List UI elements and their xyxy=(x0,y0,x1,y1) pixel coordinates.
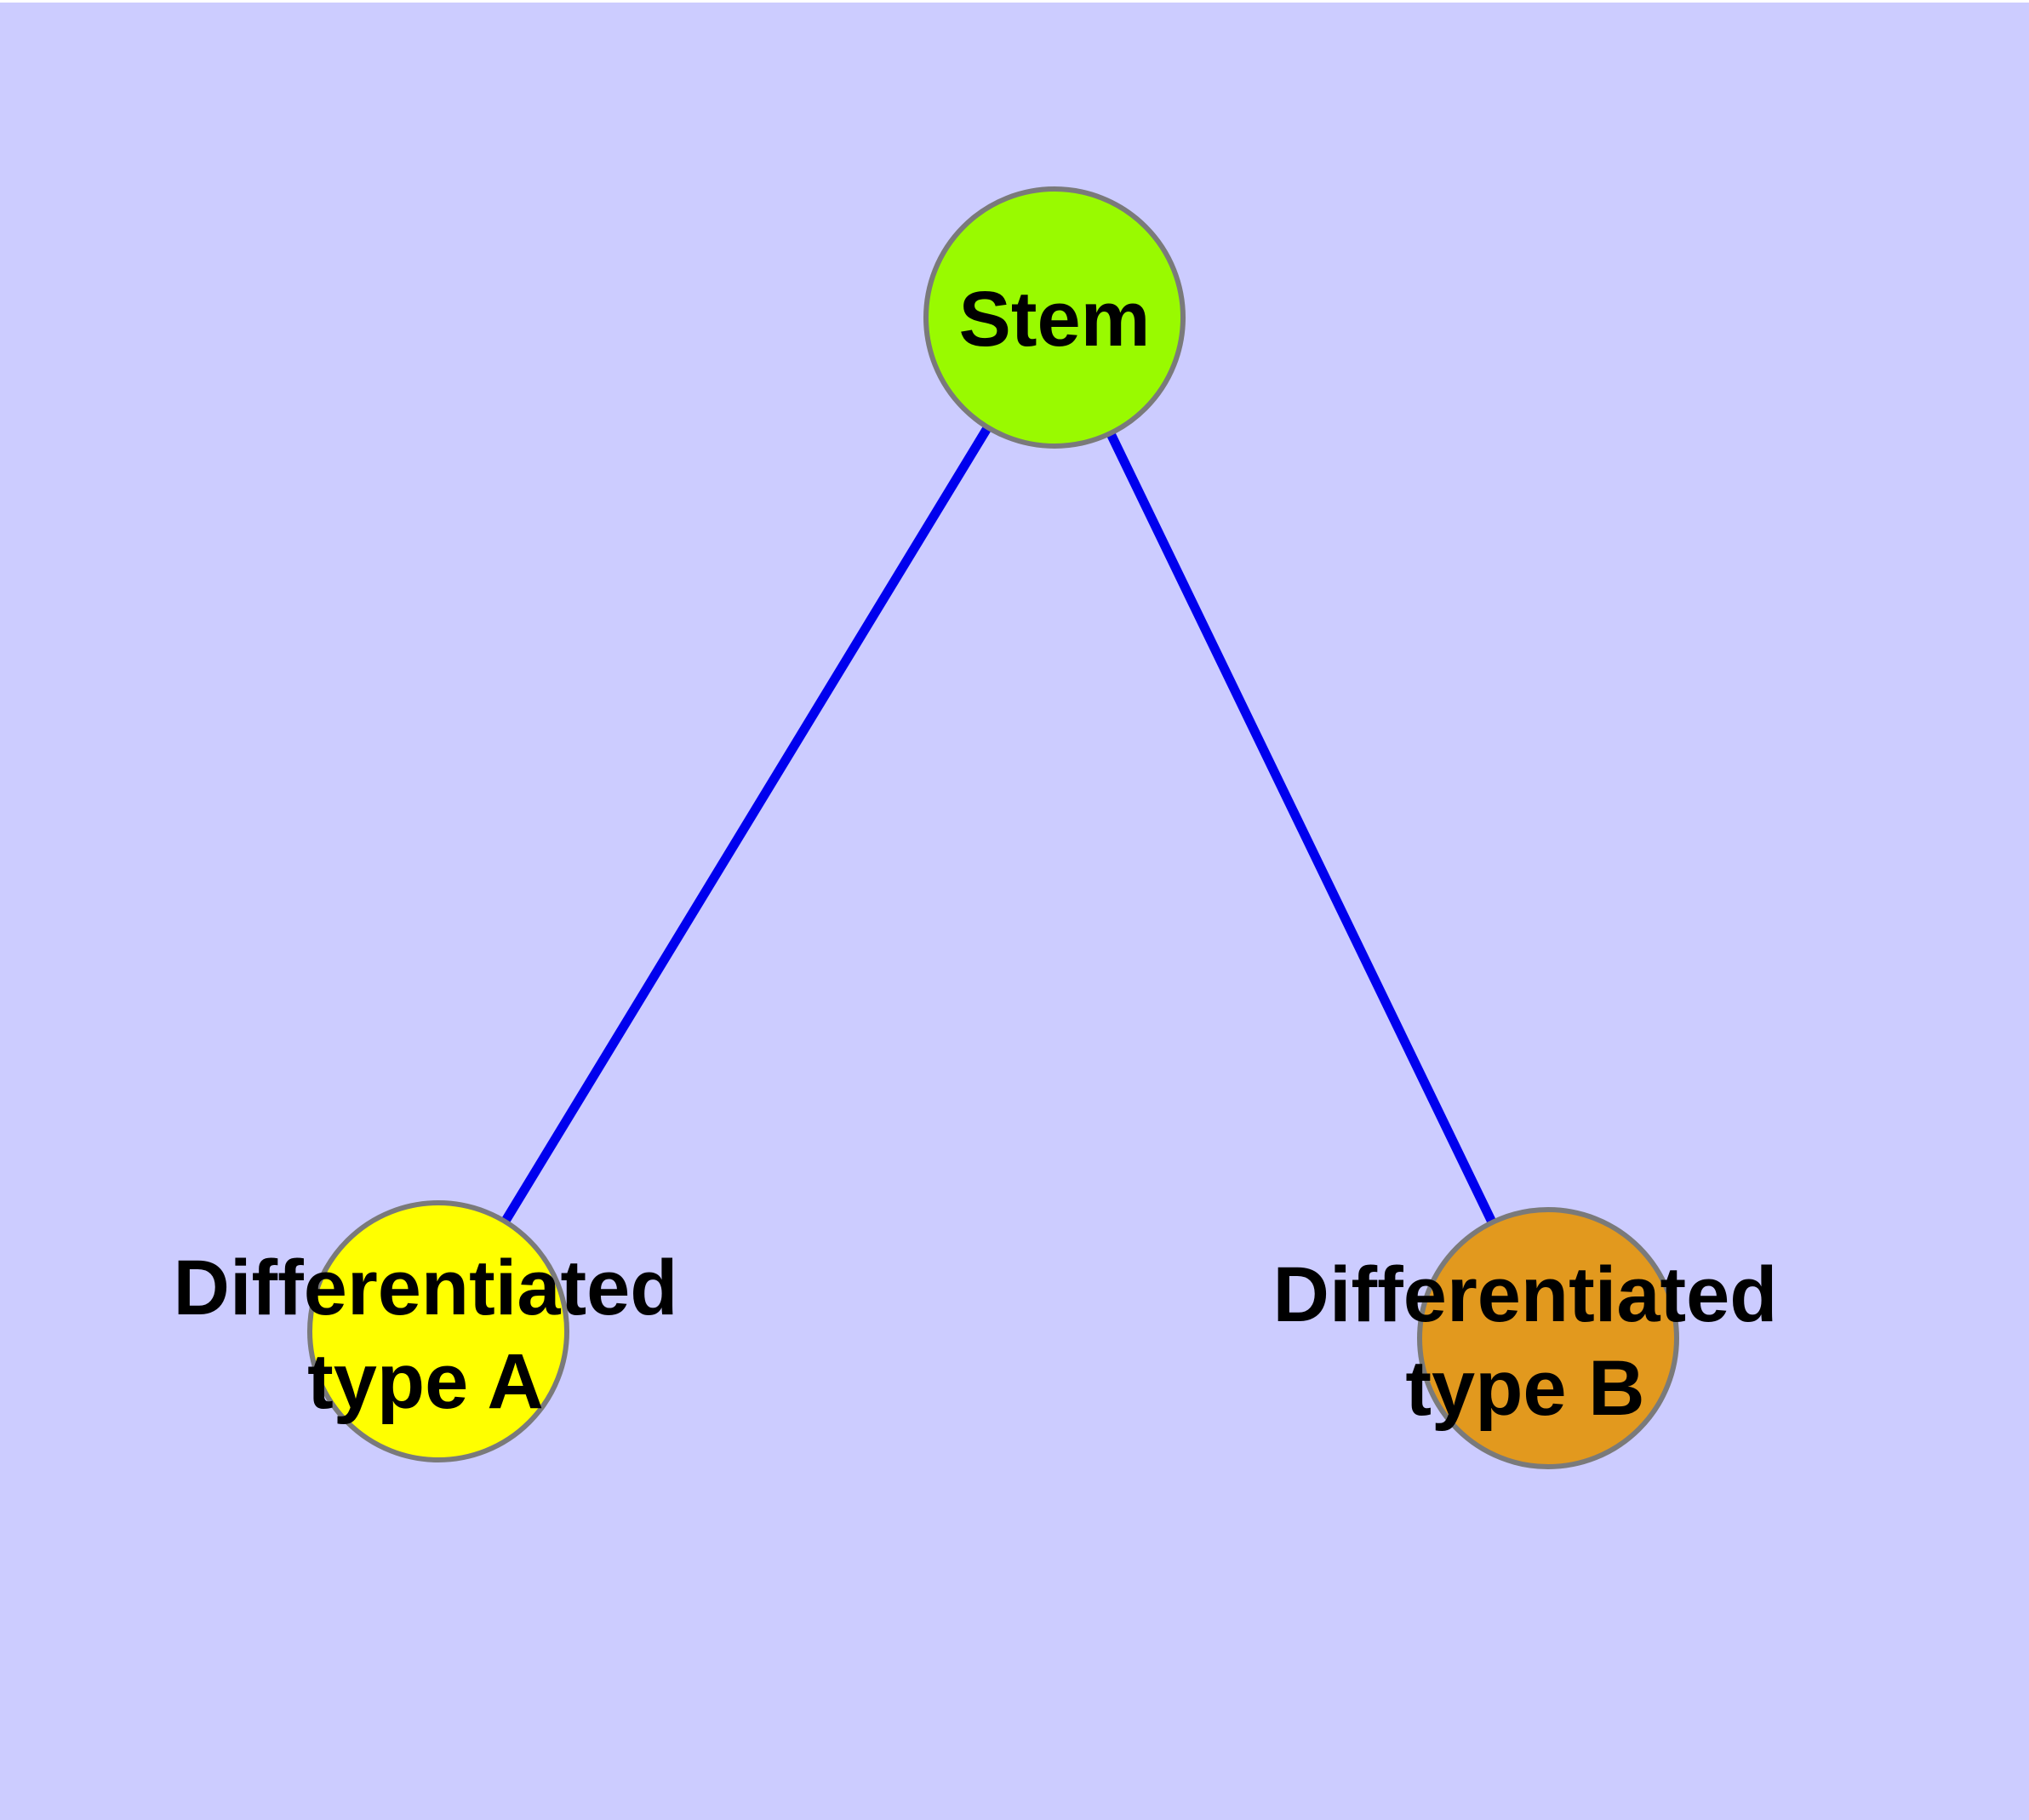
node-stem-label: Stem xyxy=(959,276,1151,363)
node-type-b-label-line1: Differentiated xyxy=(1273,1251,1778,1338)
node-differentiated-type-a[interactable] xyxy=(307,1200,569,1462)
edge-stem-to-type-b xyxy=(1050,315,1552,1341)
node-differentiated-type-b[interactable] xyxy=(1417,1207,1679,1469)
edge-stem-to-type-a xyxy=(434,315,1059,1334)
node-stem[interactable] xyxy=(923,186,1186,449)
node-type-a-label-line1: Differentiated xyxy=(174,1245,678,1331)
node-type-b-label-line2: type B xyxy=(1405,1345,1644,1432)
node-type-a-label-line2: type A xyxy=(307,1338,544,1425)
